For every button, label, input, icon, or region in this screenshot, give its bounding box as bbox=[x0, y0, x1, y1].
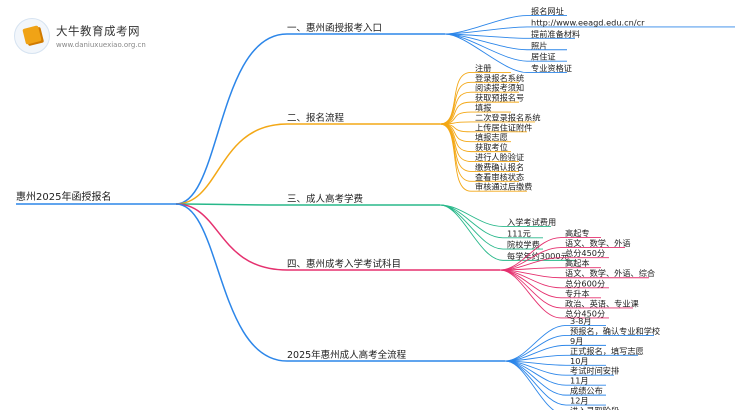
leaf-connector bbox=[504, 360, 567, 406]
leaf-node: 院校学费 bbox=[507, 240, 540, 250]
leaf-node: 入学考试费用 bbox=[507, 217, 556, 227]
leaf-node: 高起专 bbox=[565, 228, 590, 238]
leaf-node: 报名网址 bbox=[531, 6, 564, 16]
leaf-connector bbox=[439, 91, 472, 125]
leaf-node: 专升本 bbox=[565, 288, 590, 298]
branch-5: 2025年惠州成人高考全流程 3-8月预报名，确认专业和学校9月正式报名，填写志愿… bbox=[175, 203, 660, 410]
leaf-node: 查看审核状态 bbox=[475, 172, 524, 182]
leaf-connector bbox=[444, 15, 528, 35]
leaf-node: 获取预报名号 bbox=[475, 93, 524, 103]
leaf-node: 登录报名系统 bbox=[475, 73, 524, 83]
branch-connector bbox=[175, 203, 288, 362]
leaf-node: 二次登录报名系统 bbox=[475, 112, 541, 122]
leaf-connector bbox=[504, 360, 555, 410]
leaf-node: 照片 bbox=[531, 40, 547, 50]
root-topic: 惠州2025年函授报名 bbox=[16, 190, 111, 203]
leaf-connector bbox=[439, 81, 472, 125]
leaf-connector bbox=[439, 204, 504, 250]
leaf-node: 总分450分 bbox=[565, 248, 605, 258]
branch-2: 二、报名流程 注册登录报名系统阅读报考须知获取预报名号填报二次登录报名系统上传居住… bbox=[175, 63, 541, 205]
leaf-node: 9月 bbox=[570, 336, 583, 346]
leaf-node: 政治、英语、专业课 bbox=[565, 298, 639, 308]
branch-label: 2025年惠州成人高考全流程 bbox=[287, 349, 407, 361]
leaf-connector bbox=[444, 33, 528, 73]
branch-connector bbox=[175, 33, 288, 205]
leaf-node: 3-8月 bbox=[570, 316, 592, 326]
leaf-node: 11月 bbox=[570, 376, 589, 386]
branch-connector bbox=[175, 203, 288, 206]
branch-1: 一、惠州函授报考入口 报名网址http://www.eeagd.edu.cn/cr… bbox=[175, 6, 735, 205]
leaf-node: 居住证 bbox=[531, 52, 556, 62]
branch-label: 四、惠州成考入学考试科目 bbox=[287, 258, 401, 270]
leaf-node: 总分450分 bbox=[565, 308, 605, 318]
leaf-connector bbox=[499, 269, 562, 309]
leaf-node: 每学年约3000元 bbox=[507, 251, 569, 261]
leaf-connector bbox=[444, 26, 528, 35]
leaf-node: 语文、数学、外语、综合 bbox=[565, 268, 655, 278]
leaf-connector bbox=[499, 269, 562, 319]
leaf-node: 正式报名，填写志愿 bbox=[570, 346, 644, 356]
leaf-node: 上传居住证附件 bbox=[475, 122, 532, 132]
branch-connector bbox=[175, 203, 288, 271]
leaf-node: 考试时间安排 bbox=[570, 366, 619, 376]
leaf-node: 预报名，确认专业和学校 bbox=[570, 326, 660, 336]
leaf-node: 填报 bbox=[475, 103, 491, 113]
leaf-connector bbox=[439, 204, 504, 261]
branch-4: 四、惠州成考入学考试科目 高起专语文、数学、外语总分450分高起本语文、数学、外语… bbox=[175, 203, 655, 319]
branch-label: 二、报名流程 bbox=[287, 112, 345, 124]
leaf-node: 阅读报考须知 bbox=[475, 83, 524, 93]
leaf-node: 获取考位 bbox=[475, 142, 508, 152]
leaf-node: 进入录取阶段 bbox=[570, 406, 619, 410]
leaf-node: 提前准备材料 bbox=[531, 29, 580, 39]
leaf-connector bbox=[439, 204, 504, 239]
branch-label: 三、成人高考学费 bbox=[287, 193, 363, 205]
leaf-node: 专业资格证 bbox=[531, 63, 572, 73]
leaf-node: 12月 bbox=[570, 396, 589, 406]
leaf-node: 10月 bbox=[570, 356, 589, 366]
leaf-node: 成绩公布 bbox=[570, 386, 603, 396]
leaf-node: 进行人脸验证 bbox=[475, 152, 524, 162]
logo-book-icon bbox=[14, 18, 50, 54]
branch-connector bbox=[175, 123, 288, 205]
leaf-node: 高起本 bbox=[565, 258, 590, 268]
branch-label: 一、惠州函授报考入口 bbox=[287, 22, 382, 34]
logo-url: www.daniuxuexiao.org.cn bbox=[56, 41, 146, 49]
leaf-node: 缴费确认报名 bbox=[475, 162, 524, 172]
leaf-connector bbox=[439, 123, 472, 192]
leaf-connector bbox=[504, 334, 567, 362]
leaf-node: 填报志愿 bbox=[475, 132, 508, 142]
leaf-node: 111元 bbox=[507, 228, 531, 238]
leaf-node: http://www.eeagd.edu.cn/cr bbox=[531, 17, 645, 27]
leaf-node: 审核通过后缴费 bbox=[475, 182, 532, 192]
leaf-node: 注册 bbox=[475, 63, 491, 73]
leaf-node: 总分600分 bbox=[565, 278, 605, 288]
leaf-connector bbox=[504, 360, 567, 396]
logo-name: 大牛教育成考网 bbox=[56, 24, 140, 38]
site-logo: 大牛教育成考网 www.daniuxuexiao.org.cn bbox=[14, 18, 146, 54]
leaf-node: 语文、数学、外语 bbox=[565, 238, 631, 248]
